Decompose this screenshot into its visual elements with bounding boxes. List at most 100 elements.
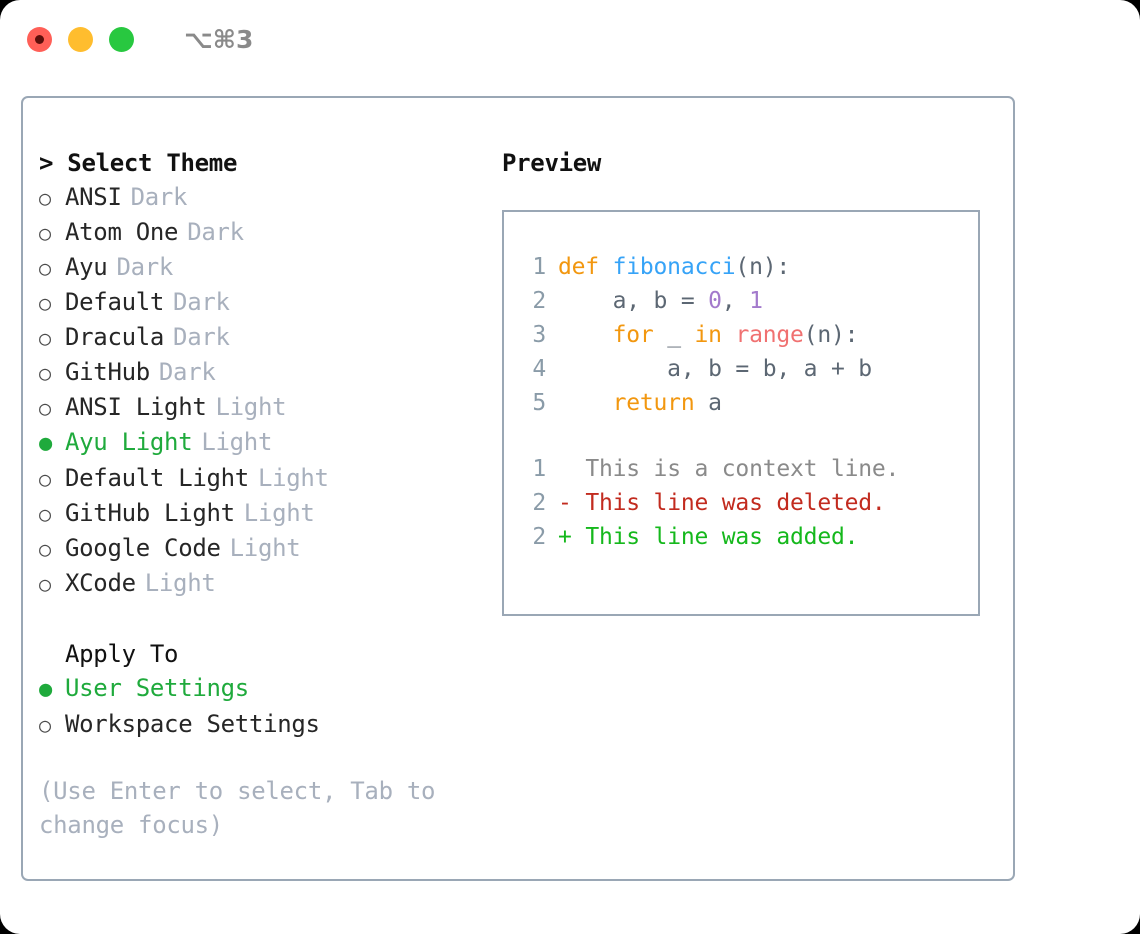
radio-unselected-icon: ○ <box>39 537 51 561</box>
token-function: fibonacci <box>612 254 736 280</box>
theme-option-label: Default <box>65 288 165 316</box>
code-line-content: def fibonacci(n): <box>558 250 790 284</box>
theme-option-ansi-light[interactable]: ○ ANSI Light Light <box>39 390 479 425</box>
apply-to-option-label: Workspace Settings <box>65 710 320 738</box>
main-panel: > Select Theme ○ ANSI Dark ○ Atom One Da… <box>21 96 1015 881</box>
theme-option-google-code[interactable]: ○ Google Code Light <box>39 531 479 566</box>
token-keyword: for <box>558 322 668 348</box>
theme-option-atom-one-dark[interactable]: ○ Atom One Dark <box>39 215 479 250</box>
keyboard-hint-text: (Use Enter to select, Tab to change focu… <box>39 777 436 839</box>
theme-option-label: ANSI <box>65 183 122 211</box>
line-number: 1 <box>532 254 546 280</box>
token-variable: _ <box>667 322 695 348</box>
apply-to-option-list: ● User Settings ○ Workspace Settings <box>39 671 479 742</box>
token-keyword: def <box>558 254 613 280</box>
line-number: 3 <box>532 322 546 348</box>
theme-option-label: Google Code <box>65 534 221 562</box>
theme-option-ansi-dark[interactable]: ○ ANSI Dark <box>39 180 479 215</box>
theme-option-label: XCode <box>65 569 136 597</box>
diff-line-added: 2 + This line was added. <box>518 520 978 554</box>
radio-unselected-icon: ○ <box>39 291 51 315</box>
theme-option-label: Default Light <box>65 464 249 492</box>
code-sample: 1 def fibonacci(n): 2 a, b = 0, 1 3 for … <box>518 250 978 420</box>
theme-option-xcode[interactable]: ○ XCode Light <box>39 566 479 601</box>
radio-selected-icon: ● <box>39 431 52 456</box>
theme-option-github-light[interactable]: ○ GitHub Light Light <box>39 496 479 531</box>
diff-marker: - <box>558 490 572 516</box>
token-number: 1 <box>749 288 763 314</box>
token-keyword: in <box>694 322 736 348</box>
diff-line-deleted: 2 - This line was deleted. <box>518 486 978 520</box>
select-theme-header: > Select Theme <box>39 149 238 177</box>
close-window-button[interactable] <box>27 26 52 52</box>
code-diff-spacer <box>518 420 978 452</box>
window-controls <box>27 26 134 52</box>
line-number: 2 <box>532 524 546 550</box>
code-line: 1 def fibonacci(n): <box>518 250 978 284</box>
theme-option-tag: Dark <box>173 288 230 316</box>
apply-to-option-workspace-settings[interactable]: ○ Workspace Settings <box>39 707 479 742</box>
theme-option-default-light[interactable]: ○ Default Light Light <box>39 461 479 496</box>
theme-option-tag: Dark <box>158 358 216 386</box>
diff-sample: 1 This is a context line. 2 - This line … <box>518 452 978 554</box>
preview-header: Preview <box>502 149 602 177</box>
diff-line-text: This line was deleted. <box>585 490 886 516</box>
theme-option-tag: Dark <box>130 183 188 211</box>
token-builtin: range <box>735 322 804 348</box>
token-punctuation: (n): <box>735 254 791 280</box>
theme-option-label: ANSI Light <box>65 393 207 421</box>
theme-option-label: Dracula <box>65 323 165 351</box>
theme-option-ayu-dark[interactable]: ○ Ayu Dark <box>39 250 479 285</box>
diff-text <box>572 452 586 486</box>
theme-option-tag: Light <box>215 393 287 421</box>
title-bar: ⌥⌘3 <box>0 0 1140 78</box>
radio-unselected-icon: ○ <box>39 221 51 245</box>
radio-unselected-icon: ○ <box>39 256 51 280</box>
theme-option-list: ○ ANSI Dark ○ Atom One Dark ○ Ayu Dark <box>39 180 479 601</box>
diff-line-text: This line was added. <box>585 524 859 550</box>
theme-option-tag: Light <box>144 569 216 597</box>
theme-option-label: GitHub Light <box>65 499 235 527</box>
radio-unselected-icon: ○ <box>39 572 51 596</box>
token-punctuation: (n): <box>803 322 859 348</box>
line-number: 2 <box>532 288 546 314</box>
theme-option-tag: Dark <box>116 253 174 281</box>
maximize-window-button[interactable] <box>109 26 134 52</box>
close-icon <box>35 34 44 44</box>
code-line: 2 a, b = 0, 1 <box>518 284 978 318</box>
radio-unselected-icon: ○ <box>39 186 51 210</box>
radio-unselected-icon: ○ <box>39 502 51 526</box>
apply-to-option-user-settings[interactable]: ● User Settings <box>39 671 479 707</box>
theme-option-label: Ayu Light <box>65 428 193 456</box>
code-line: 4 a, b = b, a + b <box>518 352 978 386</box>
section-spacer <box>39 601 479 637</box>
radio-selected-icon: ● <box>39 677 52 702</box>
token-number: 0 <box>708 288 722 314</box>
line-number: 5 <box>532 390 546 416</box>
theme-selection-column: > Select Theme ○ ANSI Dark ○ Atom One Da… <box>39 146 479 842</box>
token-keyword: return <box>558 390 709 416</box>
theme-option-label: GitHub <box>65 358 150 386</box>
theme-option-ayu-light[interactable]: ● Ayu Light Light <box>39 425 479 461</box>
diff-text <box>572 486 586 520</box>
theme-option-tag: Light <box>201 428 273 456</box>
diff-line-text: This is a context line. <box>585 456 900 482</box>
theme-option-tag: Light <box>229 534 301 562</box>
token-variable: a, b = <box>558 288 709 314</box>
token-punctuation: , <box>721 288 750 314</box>
code-line-content: a, b = b, a + b <box>558 352 872 386</box>
theme-option-tag: Dark <box>187 218 244 246</box>
theme-option-tag: Dark <box>173 323 230 351</box>
theme-option-dracula-dark[interactable]: ○ Dracula Dark <box>39 320 479 355</box>
minimize-window-button[interactable] <box>68 26 93 52</box>
diff-marker: + <box>558 524 572 550</box>
theme-option-label: Atom One <box>65 218 179 246</box>
radio-unselected-icon: ○ <box>39 326 51 350</box>
token-variable: a <box>708 390 722 416</box>
theme-option-default-dark[interactable]: ○ Default Dark <box>39 285 479 320</box>
code-line-content: return a <box>558 386 722 420</box>
code-line-content: for _ in range(n): <box>558 318 859 352</box>
theme-option-github-dark[interactable]: ○ GitHub Dark <box>39 355 479 390</box>
diff-marker <box>558 452 572 486</box>
